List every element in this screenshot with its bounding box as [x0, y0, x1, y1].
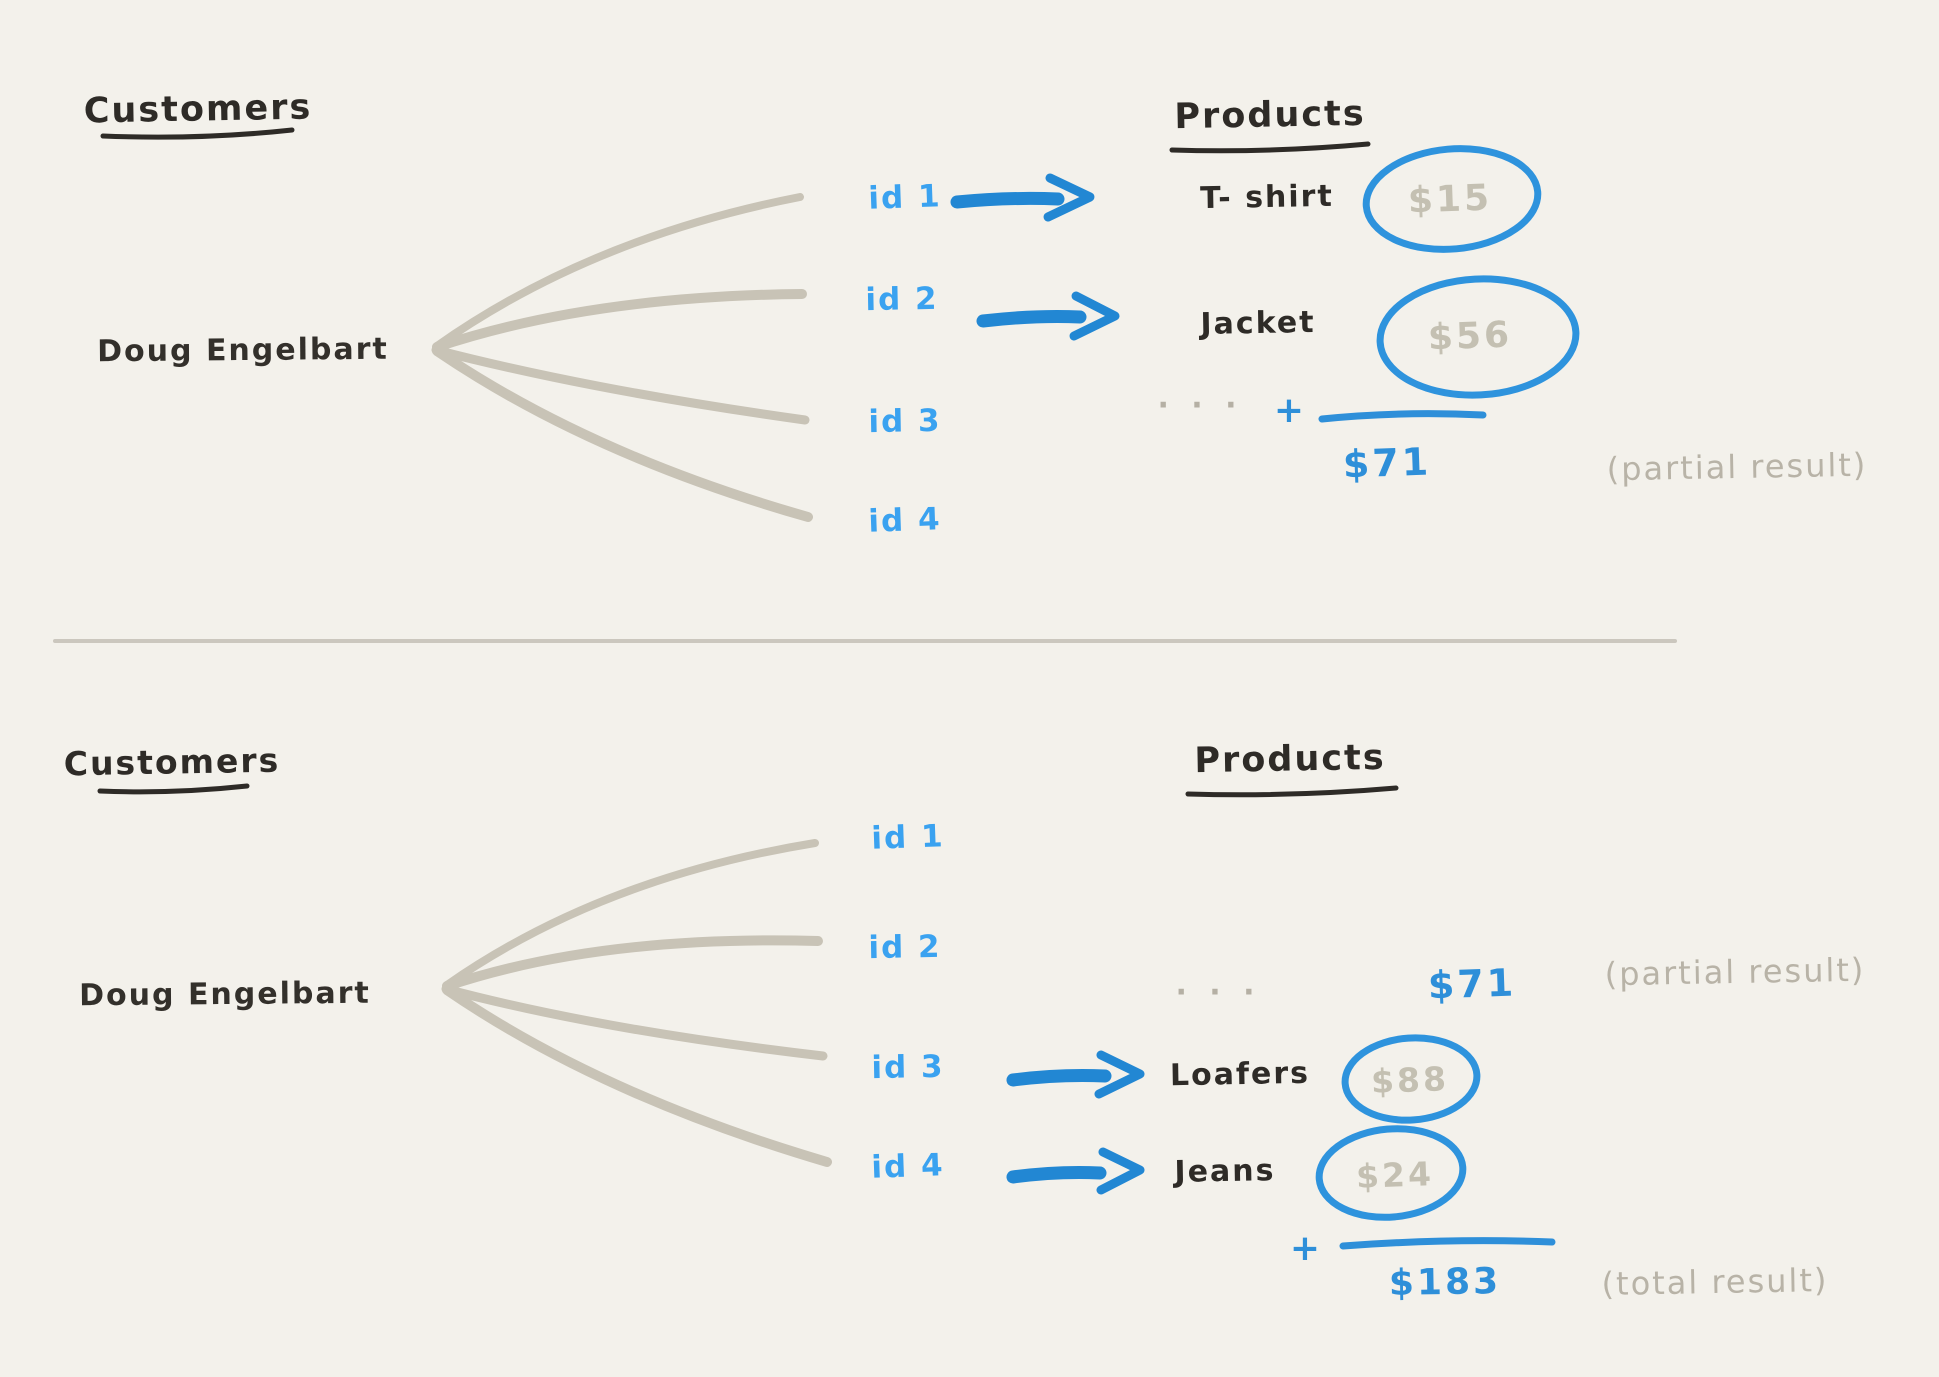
- arrow-head-icon: [1069, 291, 1120, 341]
- price-circle: [1315, 1125, 1467, 1221]
- partial-result-note-bottom: (partial result): [1604, 950, 1866, 994]
- fan-lines-top: [431, 193, 813, 522]
- products-heading-bottom: Products: [1194, 737, 1386, 782]
- price-tshirt: $15: [1407, 177, 1493, 222]
- sum-line: [1318, 410, 1487, 423]
- sum-line: [1339, 1237, 1556, 1250]
- mapping-arrows: [950, 173, 1145, 1195]
- arrow-shaft-icon: [976, 310, 1087, 328]
- total-sum: $183: [1388, 1261, 1502, 1304]
- customers-heading-bottom: Customers: [63, 740, 281, 784]
- sum-bars: [1318, 410, 1556, 1250]
- fan-line: [441, 984, 828, 1061]
- partial-sum-top: $71: [1342, 439, 1432, 487]
- id-label-top-3: id 3: [868, 402, 942, 441]
- arrow-head-icon: [1096, 1147, 1145, 1195]
- arrow-shaft-icon: [950, 191, 1065, 209]
- customers-underline-bottom: [97, 783, 250, 795]
- id-label-top-1: id 1: [867, 178, 943, 217]
- price-jeans: $24: [1355, 1154, 1435, 1196]
- customers-heading-top: Customers: [83, 87, 313, 132]
- product-name-tshirt: T- shirt: [1199, 178, 1335, 217]
- price-loafers: $88: [1370, 1059, 1450, 1101]
- arrow-head-icon: [1043, 173, 1095, 222]
- total-result-note: (total result): [1601, 1261, 1829, 1303]
- id-label-bottom-3: id 3: [871, 1048, 945, 1087]
- id-label-bottom-1: id 1: [870, 818, 946, 857]
- fan-lines-bottom: [441, 839, 832, 1167]
- arrow-shaft-icon: [1006, 1069, 1112, 1087]
- price-circles: [1315, 145, 1580, 1221]
- products-underline-top: [1169, 141, 1371, 154]
- customer-name-bottom: Doug Engelbart: [79, 975, 371, 1014]
- fan-line: [432, 289, 807, 352]
- price-jacket: $56: [1427, 314, 1513, 359]
- fan-line: [431, 345, 810, 425]
- arrow-shaft-icon: [1006, 1166, 1107, 1184]
- partial-result-note-top: (partial result): [1606, 445, 1868, 489]
- plus-sign-top: +: [1273, 390, 1305, 431]
- products-heading-top: Products: [1174, 93, 1366, 138]
- fan-line: [433, 193, 804, 350]
- price-circle: [1376, 275, 1580, 399]
- id-label-top-2: id 2: [865, 280, 939, 319]
- plus-sign-bottom: +: [1289, 1228, 1321, 1269]
- id-label-bottom-4: id 4: [870, 1147, 946, 1186]
- product-name-jeans: Jeans: [1174, 1153, 1276, 1190]
- ellipsis-bottom: · · ·: [1175, 975, 1261, 1010]
- products-underline-bottom: [1185, 785, 1399, 798]
- carried-partial-sum: $71: [1427, 960, 1517, 1008]
- fan-line: [443, 839, 819, 989]
- fan-line: [442, 985, 832, 1167]
- customers-underline-top: [100, 127, 295, 140]
- price-circle: [1341, 1034, 1481, 1124]
- arrow-head-icon: [1094, 1050, 1145, 1099]
- fan-line: [442, 935, 823, 991]
- id-label-bottom-2: id 2: [868, 928, 942, 967]
- product-name-jacket: Jacket: [1200, 304, 1316, 343]
- product-name-loafers: Loafers: [1169, 1055, 1311, 1094]
- customer-name-top: Doug Engelbart: [97, 331, 389, 370]
- fan-line: [432, 346, 813, 522]
- id-label-top-4: id 4: [867, 501, 943, 540]
- ellipsis-top: · · ·: [1157, 388, 1243, 423]
- price-circle: [1362, 145, 1542, 253]
